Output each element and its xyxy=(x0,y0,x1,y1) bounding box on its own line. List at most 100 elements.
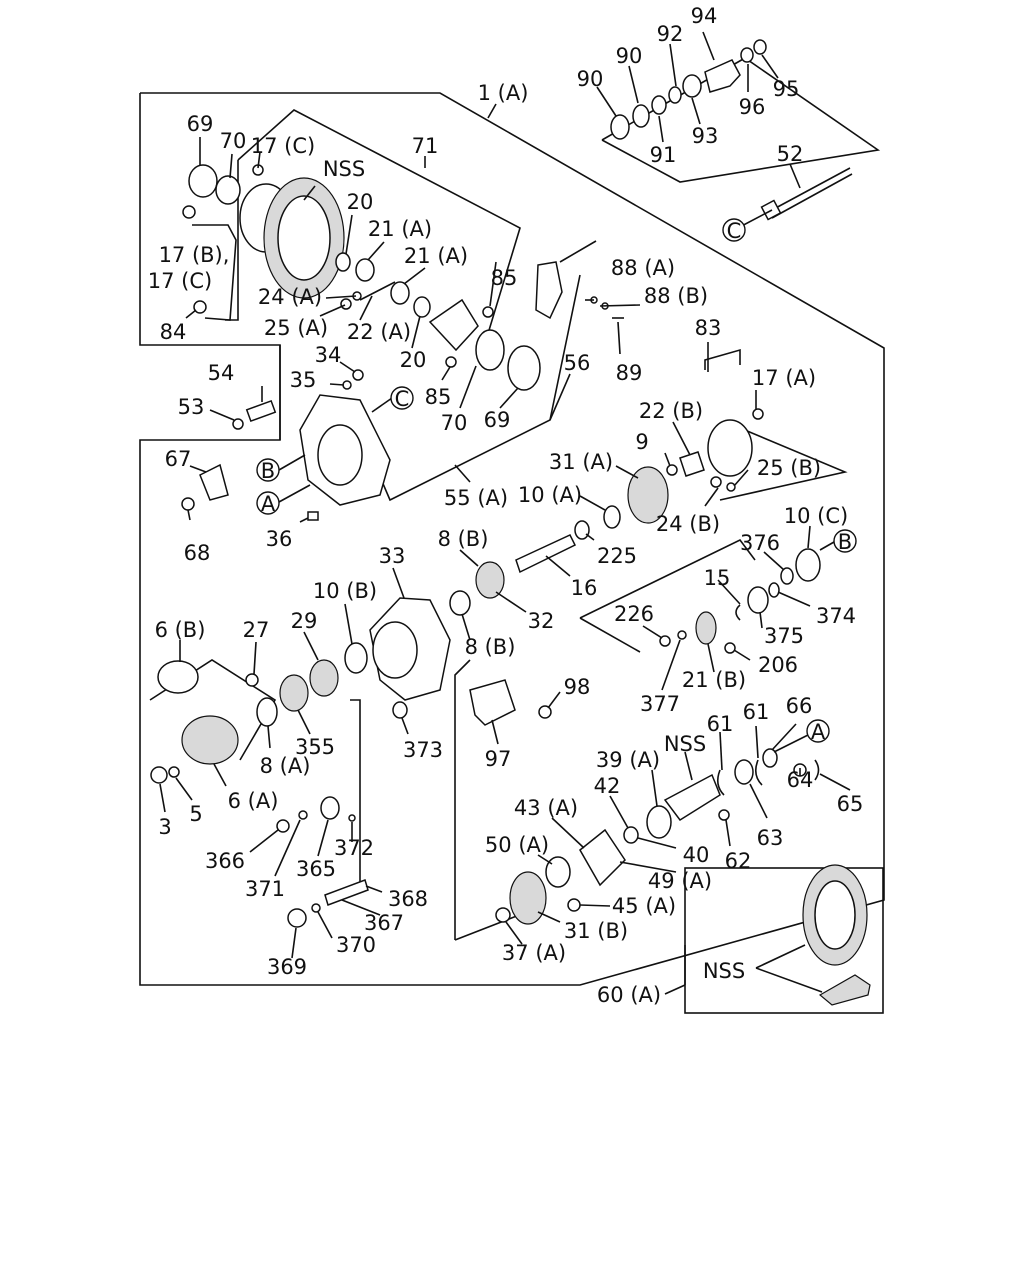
ref-circle-c-1 xyxy=(722,218,746,242)
part-label: 373 xyxy=(403,738,443,762)
part-61-clip-2 xyxy=(754,759,763,786)
part-label: 52 xyxy=(777,142,804,166)
part-61-clip-1 xyxy=(716,769,725,796)
part-10a-bearing xyxy=(603,505,621,529)
part-label: 65 xyxy=(837,792,864,816)
part-29-plate xyxy=(309,659,339,697)
part-label: 10 (A) xyxy=(518,483,582,507)
part-label: 88 (A) xyxy=(611,256,675,280)
ref-circle-b-1 xyxy=(256,458,280,482)
part-373-plug xyxy=(392,701,408,719)
part-label: NSS xyxy=(664,732,706,756)
part-6b-flange xyxy=(157,660,199,694)
part-367-368-spring xyxy=(324,879,369,906)
part-93-bearing xyxy=(682,74,702,98)
part-label: 94 xyxy=(691,4,718,28)
part-label: 355 xyxy=(295,735,335,759)
part-label: 66 xyxy=(786,694,813,718)
part-label: 89 xyxy=(616,361,643,385)
part-label: 25 (A) xyxy=(264,316,328,340)
part-6a-flange xyxy=(181,715,239,765)
part-8a-seal xyxy=(256,697,278,727)
part-label: NSS xyxy=(323,157,365,181)
part-label: 16 xyxy=(571,576,598,600)
part-90-bearing-2 xyxy=(632,104,650,128)
part-label: 69 xyxy=(187,112,214,136)
part-83-bracket xyxy=(704,348,741,370)
part-label: 6 (A) xyxy=(228,789,279,813)
part-label: 34 xyxy=(315,343,342,367)
part-label: 376 xyxy=(740,531,780,555)
ref-letter-c-1: C xyxy=(727,219,742,243)
part-226-washer xyxy=(659,635,671,647)
part-label: 368 xyxy=(388,887,428,911)
part-label: 36 xyxy=(266,527,293,551)
part-labels: 94 90 90 92 96 95 91 93 1 (A) 52 69 70 1… xyxy=(148,4,864,1007)
part-label: 68 xyxy=(184,541,211,565)
part-label: 1 (A) xyxy=(478,81,529,105)
part-52-shaft xyxy=(771,167,851,211)
part-label: NSS xyxy=(703,959,745,983)
part-label: 83 xyxy=(695,316,722,340)
part-16-shaft xyxy=(515,534,577,574)
part-label: 39 (A) xyxy=(596,748,660,772)
part-label: 32 xyxy=(528,609,555,633)
part-21b-gear xyxy=(695,611,717,645)
part-label: 56 xyxy=(564,351,591,375)
part-25b-washer xyxy=(726,482,736,492)
part-label: 22 (A) xyxy=(347,320,411,344)
part-label: 70 xyxy=(441,411,468,435)
part-label: 91 xyxy=(650,143,677,167)
part-label: 63 xyxy=(757,826,784,850)
part-63-bearing xyxy=(734,759,754,785)
part-31a-gear xyxy=(627,466,669,524)
part-label: 372 xyxy=(334,836,374,860)
reference-markers: C C B A B A xyxy=(256,218,857,744)
part-label: 61 xyxy=(743,700,770,724)
part-label: 53 xyxy=(178,395,205,419)
part-label: 9 xyxy=(635,430,648,454)
part-label: 60 (A) xyxy=(597,983,661,1007)
part-45a-bolt xyxy=(567,898,581,912)
part-365-body xyxy=(320,796,340,820)
part-374-washer xyxy=(768,582,780,598)
part-83-plate xyxy=(707,419,753,477)
part-label: 24 (A) xyxy=(258,285,322,309)
part-66-ring xyxy=(762,748,778,768)
shaft-frame-lower xyxy=(579,617,641,653)
part-68-bolt xyxy=(181,497,195,511)
part-label: 70 xyxy=(220,129,247,153)
part-98-bolt xyxy=(538,705,552,719)
part-label: 17 (C) xyxy=(148,269,212,293)
part-label: 10 (B) xyxy=(313,579,377,603)
part-label: 374 xyxy=(816,604,856,628)
differential-frame xyxy=(237,109,521,361)
part-label: 371 xyxy=(245,877,285,901)
ref-letter-a-1: A xyxy=(261,492,276,516)
part-label: 17 (C) xyxy=(251,134,315,158)
part-52-shaft-edge xyxy=(771,173,853,219)
part-94-flange xyxy=(704,59,741,93)
bearing-frame-left xyxy=(454,659,471,940)
ref-letter-b-2: B xyxy=(838,530,852,554)
part-53-nut xyxy=(232,418,244,430)
part-32-gear xyxy=(475,561,505,599)
part-21a-gear-2 xyxy=(390,281,410,305)
part-label: 10 (C) xyxy=(784,504,848,528)
part-366-bolt xyxy=(276,819,290,833)
part-label: 27 xyxy=(243,618,270,642)
part-67-bracket xyxy=(199,463,229,501)
part-label: 90 xyxy=(577,67,604,91)
part-10b-bearing xyxy=(344,642,368,674)
part-label: 206 xyxy=(758,653,798,677)
ring-gear-inner xyxy=(277,195,331,281)
gear-train-frame xyxy=(719,427,848,501)
part-17b-bolt xyxy=(182,205,196,219)
part-85-bolt xyxy=(482,306,494,318)
part-label: 20 xyxy=(400,348,427,372)
part-65-pin xyxy=(814,759,820,781)
part-label: 29 xyxy=(291,609,318,633)
part-225-ring xyxy=(574,520,590,540)
